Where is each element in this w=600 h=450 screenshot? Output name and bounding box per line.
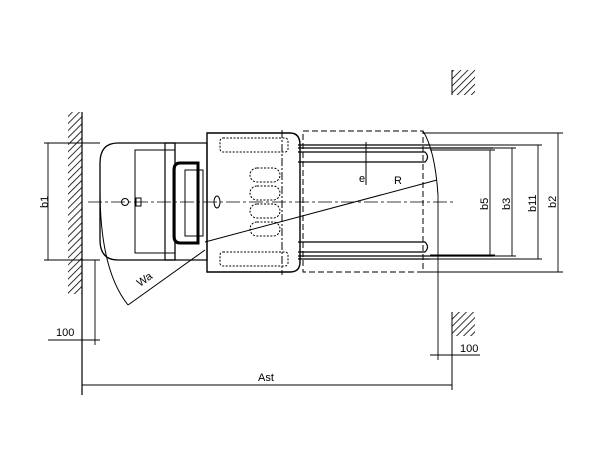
dim-b3: b3: [501, 198, 513, 210]
dim-b5: b5: [479, 198, 491, 210]
r-line: [204, 179, 438, 243]
battery-cells: [219, 137, 289, 267]
load-outline: [302, 130, 424, 273]
counterweight: [99, 142, 176, 261]
chassis: [206, 132, 301, 273]
label-wa: Wa: [135, 270, 156, 290]
dim-b1: b1: [39, 196, 51, 208]
dim-b2: b2: [547, 196, 559, 208]
wa-line: [127, 249, 206, 306]
dimension-lines: [44, 132, 563, 386]
label-e: e: [359, 173, 365, 185]
obstacle-top-right: [451, 70, 475, 95]
dim-b11: b11: [527, 194, 539, 212]
forks: [298, 144, 493, 260]
obstacle-bottom-right: [451, 312, 475, 390]
wa-arc: [99, 189, 129, 306]
left-wall: [68, 112, 83, 395]
label-r: R: [394, 175, 402, 187]
forklift-truck: [99, 130, 493, 275]
dim-ast: Ast: [258, 372, 274, 384]
dim-clearance-left: 100: [56, 327, 74, 339]
dim-clearance-right: 100: [460, 343, 478, 355]
